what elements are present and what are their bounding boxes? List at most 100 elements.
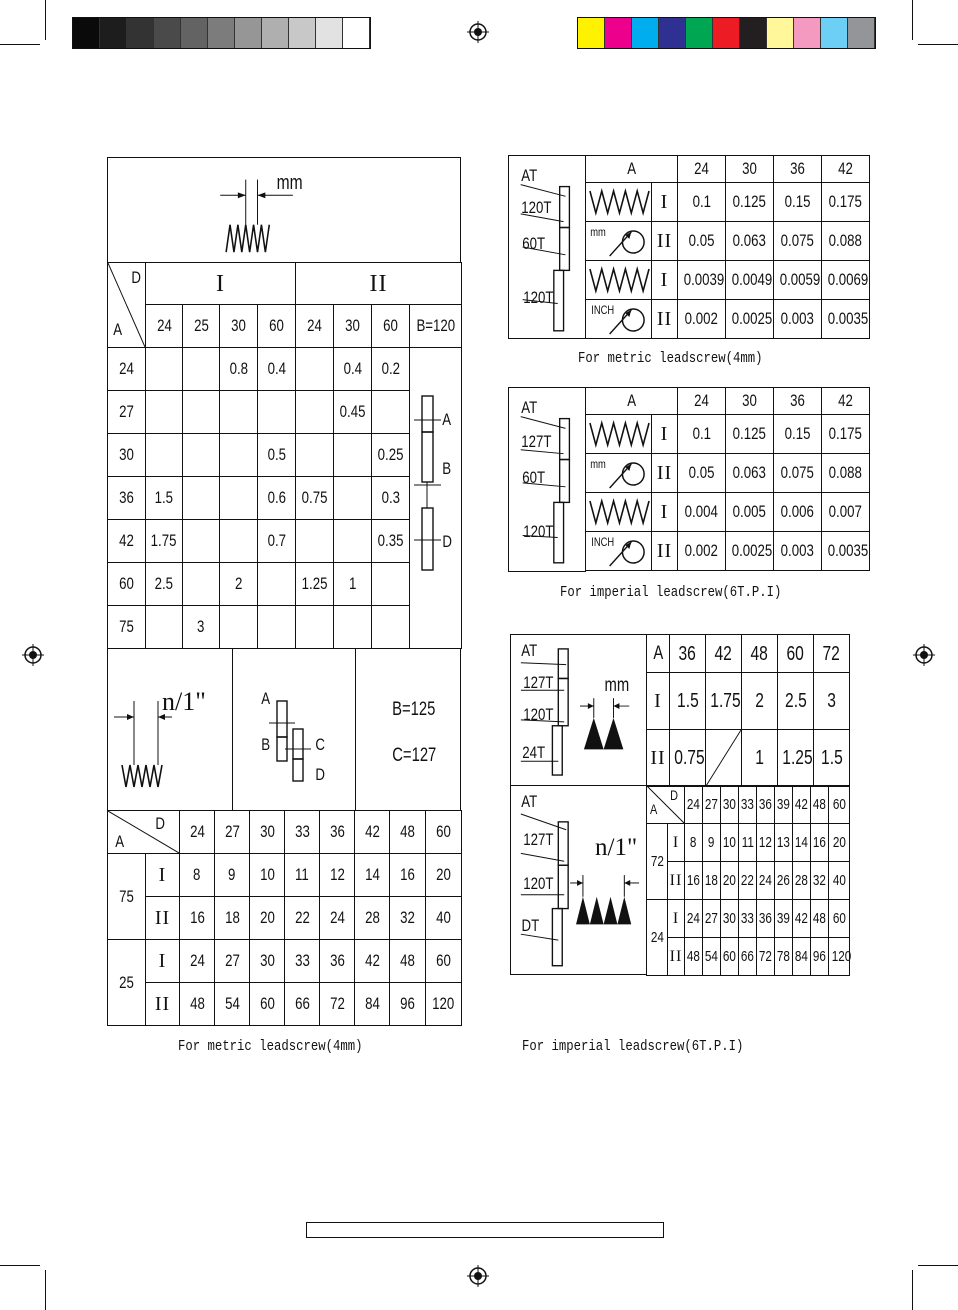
tpi-cell: 16: [684, 861, 703, 900]
gear-label: 60T: [522, 234, 546, 253]
feed-cell-value: 0.0039: [683, 270, 725, 289]
tpi-cell-value: 22: [740, 871, 755, 889]
pitch-cell: [219, 605, 258, 649]
feed-cell: 0.063: [725, 221, 774, 261]
tpi-cell: 20: [720, 861, 739, 900]
pitch-cell-value: 0.75: [301, 488, 328, 507]
tpi-cell: 28: [792, 861, 811, 900]
feed-cell-value: 0.006: [780, 502, 815, 521]
feed-cell: 0.15: [773, 414, 822, 454]
thread-zigzag-icon: [589, 187, 650, 217]
tpi-cell: 24: [179, 939, 215, 983]
pitch-cell-value: 0.2: [381, 359, 400, 378]
pitch-cell-value: 0.45: [339, 402, 366, 421]
tpi-cell-value: 28: [794, 871, 809, 889]
tpi-cell: 120: [425, 982, 462, 1026]
pitch-cell: [182, 519, 220, 563]
tpi-cell: 42: [354, 939, 390, 983]
tpi-cell: 60: [249, 982, 285, 1026]
lever-position: I: [651, 492, 678, 532]
pitch-cell: 0.2: [371, 347, 410, 391]
corner-a-label: A: [650, 801, 658, 817]
feed-cell-value: 0.063: [732, 231, 767, 250]
color-swatch: [605, 18, 632, 48]
column-header-value: 48: [812, 795, 827, 813]
color-swatch: [235, 18, 262, 48]
crop-mark: [0, 1265, 40, 1266]
metric-thread-icon: [220, 179, 293, 253]
tpi-cell: 60: [720, 937, 739, 976]
tpi-cell: 11: [738, 823, 757, 862]
column-header: 27: [702, 785, 721, 824]
feed-cell-value: 0.1: [692, 424, 711, 443]
thread-zigzag-icon: [589, 265, 650, 295]
feed-cell: 0.0049: [725, 260, 774, 300]
gear-train-cell: AT 127T 60T 120T: [508, 387, 586, 572]
feed-cell: 0.005: [725, 492, 774, 532]
pitch-cell: 0.4: [257, 347, 296, 391]
column-header: 30: [333, 304, 372, 348]
tpi-cell-value: 48: [189, 994, 205, 1013]
tpi-cell-value: 40: [436, 908, 451, 927]
gear-d-label: D: [315, 765, 325, 784]
color-swatch: [154, 18, 181, 48]
tpi-cell: 22: [284, 896, 320, 940]
crop-mark: [912, 1270, 913, 1310]
tpi-cell: 54: [214, 982, 250, 1026]
chart-caption: For imperial leadscrew(6T.P.I): [522, 1038, 744, 1055]
group-i-header: I: [145, 262, 296, 305]
crop-mark: [918, 44, 958, 45]
feed-cell-value: 0.003: [780, 541, 815, 560]
feed-arrow-icon: [609, 308, 645, 335]
group-ii-header: II: [294, 262, 463, 305]
tpi-cell: 84: [354, 982, 390, 1026]
pitch-cell: 1: [741, 729, 778, 787]
feed-cell: 0.175: [821, 182, 870, 222]
lever-position: II: [145, 896, 180, 940]
tpi-cell-value: 72: [329, 994, 345, 1013]
feed-cell: 0.0069: [821, 260, 870, 300]
tpi-cell: 18: [214, 896, 250, 940]
column-header: 42: [821, 387, 870, 415]
inch-thread-band: n/1" A B C D B=125 C=127: [107, 648, 461, 811]
pitch-cell-value: 0.5: [267, 445, 286, 464]
change-gear-diagram: [269, 700, 311, 782]
pitch-cell: [219, 519, 258, 563]
tpi-cell: 33: [284, 939, 320, 983]
tpi-cell: 20: [425, 853, 462, 897]
tpi-cell: 8: [684, 823, 703, 862]
pitch-cell: [182, 562, 220, 606]
row-header: 25: [107, 939, 146, 1026]
column-header: 48: [810, 785, 829, 824]
feed-cell-value: 0.0059: [779, 270, 821, 289]
tpi-cell: 28: [354, 896, 390, 940]
lever-label: II: [656, 230, 673, 252]
column-header-value: 30: [345, 316, 360, 335]
column-header-value: 48: [400, 822, 415, 841]
pitch-cell-value: 0.75: [674, 747, 705, 769]
column-header-value: 72: [822, 642, 841, 665]
feed-cell: 0.003: [773, 531, 822, 571]
column-header-value: 27: [224, 822, 240, 841]
inch-gear-cell: AT 127T 120T DT n/1": [510, 785, 647, 975]
tpi-cell-value: 60: [832, 909, 846, 927]
pitch-cell: 1.5: [669, 672, 706, 730]
column-header: 24: [677, 387, 726, 415]
tpi-cell-value: 33: [294, 951, 310, 970]
pitch-cell-value: 0.25: [377, 445, 404, 464]
tpi-cell-value: 32: [400, 908, 415, 927]
column-header: 30: [219, 304, 258, 348]
tpi-cell-value: 30: [259, 951, 275, 970]
tpi-cell: 22: [738, 861, 757, 900]
unit-label: INCH: [591, 303, 615, 317]
tpi-cell-value: 8: [193, 865, 201, 884]
row-header-value: 27: [119, 402, 134, 421]
pitch-cell: 1.25: [295, 562, 334, 606]
pitch-cell-value: 2.5: [154, 574, 174, 593]
